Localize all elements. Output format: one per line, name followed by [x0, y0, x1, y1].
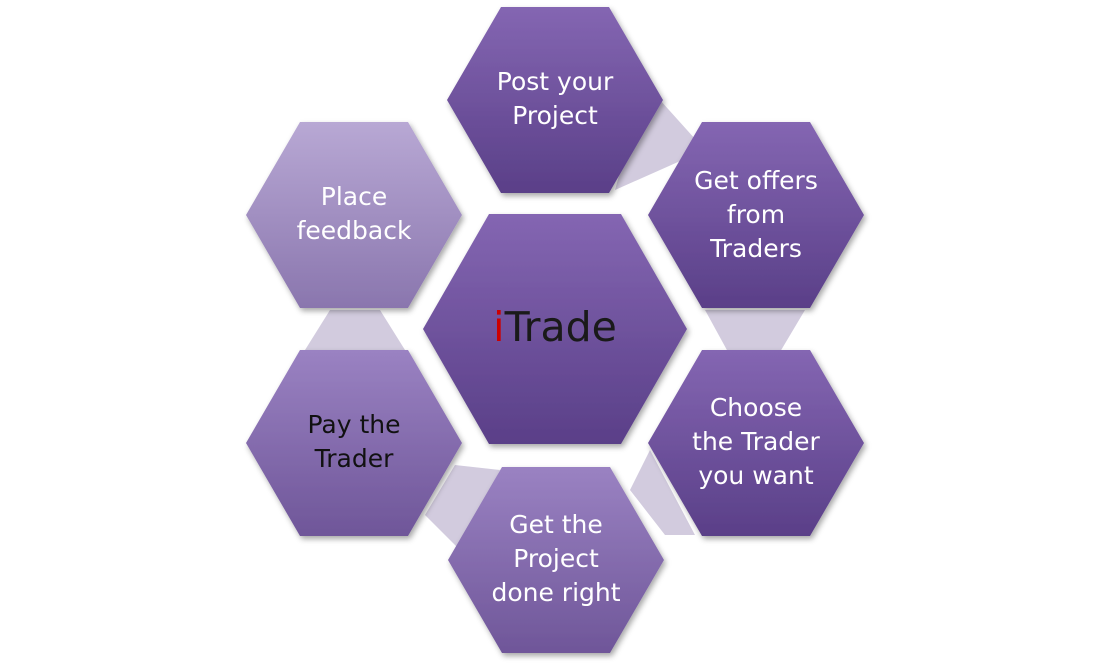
center-title-accent: i [493, 303, 504, 351]
step-label-line: from [727, 200, 785, 229]
step-label-line: Post your [497, 67, 614, 96]
hexagon-get-offers [648, 122, 864, 308]
step-label-line: Get offers [694, 166, 818, 195]
connector-done-to-pay [425, 465, 500, 550]
hexagon-place-feedback [246, 122, 462, 308]
step-place-feedback: Place feedback [246, 122, 462, 308]
center-itrade: iTrade [423, 214, 687, 444]
connector-pay-to-feedback [305, 310, 405, 350]
center-title: iTrade [493, 303, 617, 351]
step-label-line: Trader [314, 444, 394, 473]
step-label-line: feedback [297, 216, 412, 245]
connector-offers-to-choose [705, 310, 805, 352]
hexagon-post-project [447, 7, 663, 193]
step-label-line: Project [512, 101, 598, 130]
step-choose-trader: Choose the Trader you want [648, 350, 864, 536]
center-title-rest: Trade [504, 303, 617, 351]
step-choose-trader-label: Choose the Trader you want [692, 393, 820, 490]
hexagon-pay-trader [246, 350, 462, 536]
connectors [305, 100, 805, 550]
hexagon-choose-trader [648, 350, 864, 536]
step-label-line: Project [513, 544, 599, 573]
step-label-line: Traders [709, 234, 802, 263]
step-label-line: Pay the [307, 410, 400, 439]
step-place-feedback-label: Place feedback [297, 182, 412, 245]
hexagon-project-done [448, 467, 664, 653]
hexagon-center [423, 214, 687, 444]
step-label-line: you want [698, 461, 813, 490]
step-label-line: Place [321, 182, 387, 211]
step-label-line: Choose [710, 393, 802, 422]
connector-choose-to-done [630, 450, 695, 535]
step-label-line: Get the [509, 510, 603, 539]
step-label-line: the Trader [692, 427, 820, 456]
step-label-line: done right [491, 578, 620, 607]
